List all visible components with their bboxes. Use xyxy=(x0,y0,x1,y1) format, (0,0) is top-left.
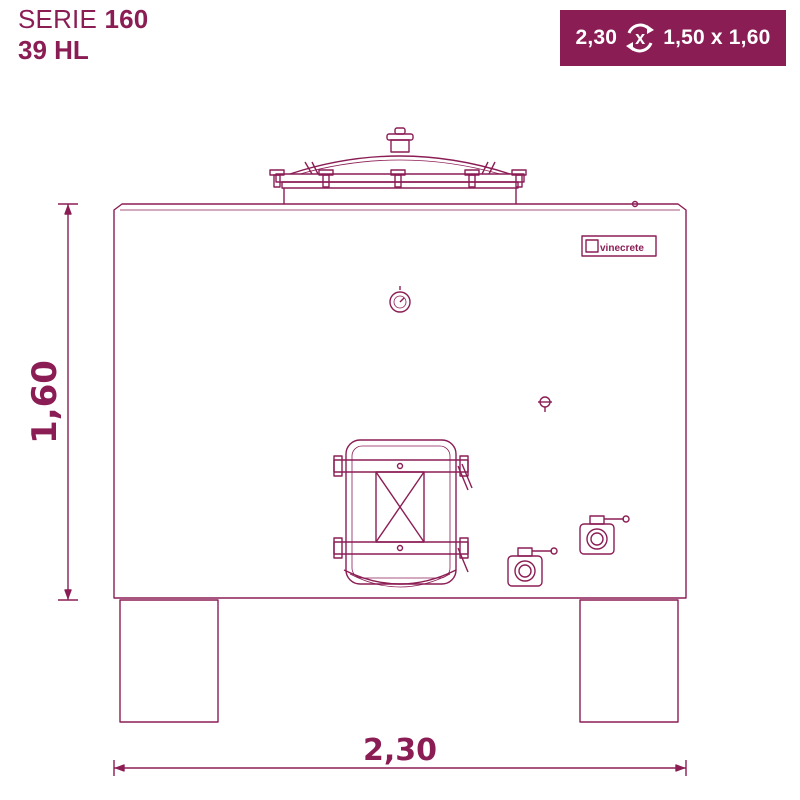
dimensions-badge: 2,30 x 1,50 x 1,60 xyxy=(560,10,786,66)
height-label: 1,60 xyxy=(25,360,65,444)
drain-valve-upper xyxy=(579,515,630,555)
badge-cross: x xyxy=(635,27,646,48)
tank-legs xyxy=(119,599,679,723)
width-dimension-line xyxy=(113,760,687,776)
series-title: SERIE 160 xyxy=(18,4,149,34)
lid-clamps xyxy=(269,161,527,188)
gauge-icon xyxy=(389,286,411,313)
capacity-label: 39 HL xyxy=(18,35,89,66)
swap-arrows-icon: x xyxy=(623,21,657,55)
brand-logo-text: vinecrete xyxy=(600,243,644,254)
width-label: 2,30 xyxy=(363,733,437,768)
title-block: SERIE 160 39 HL xyxy=(18,4,149,66)
drain-valve-lower xyxy=(507,547,558,587)
series-number: 160 xyxy=(104,4,149,34)
brand-logo xyxy=(581,235,657,257)
top-lid xyxy=(269,127,527,204)
tank-body xyxy=(113,200,687,599)
badge-length: 2,30 xyxy=(575,26,618,49)
series-prefix: SERIE xyxy=(18,4,98,34)
manway-door xyxy=(333,439,473,588)
badge-rest: 1,50 x 1,60 xyxy=(663,26,771,49)
sample-valve-icon xyxy=(538,396,552,412)
height-dimension-line xyxy=(58,203,78,601)
